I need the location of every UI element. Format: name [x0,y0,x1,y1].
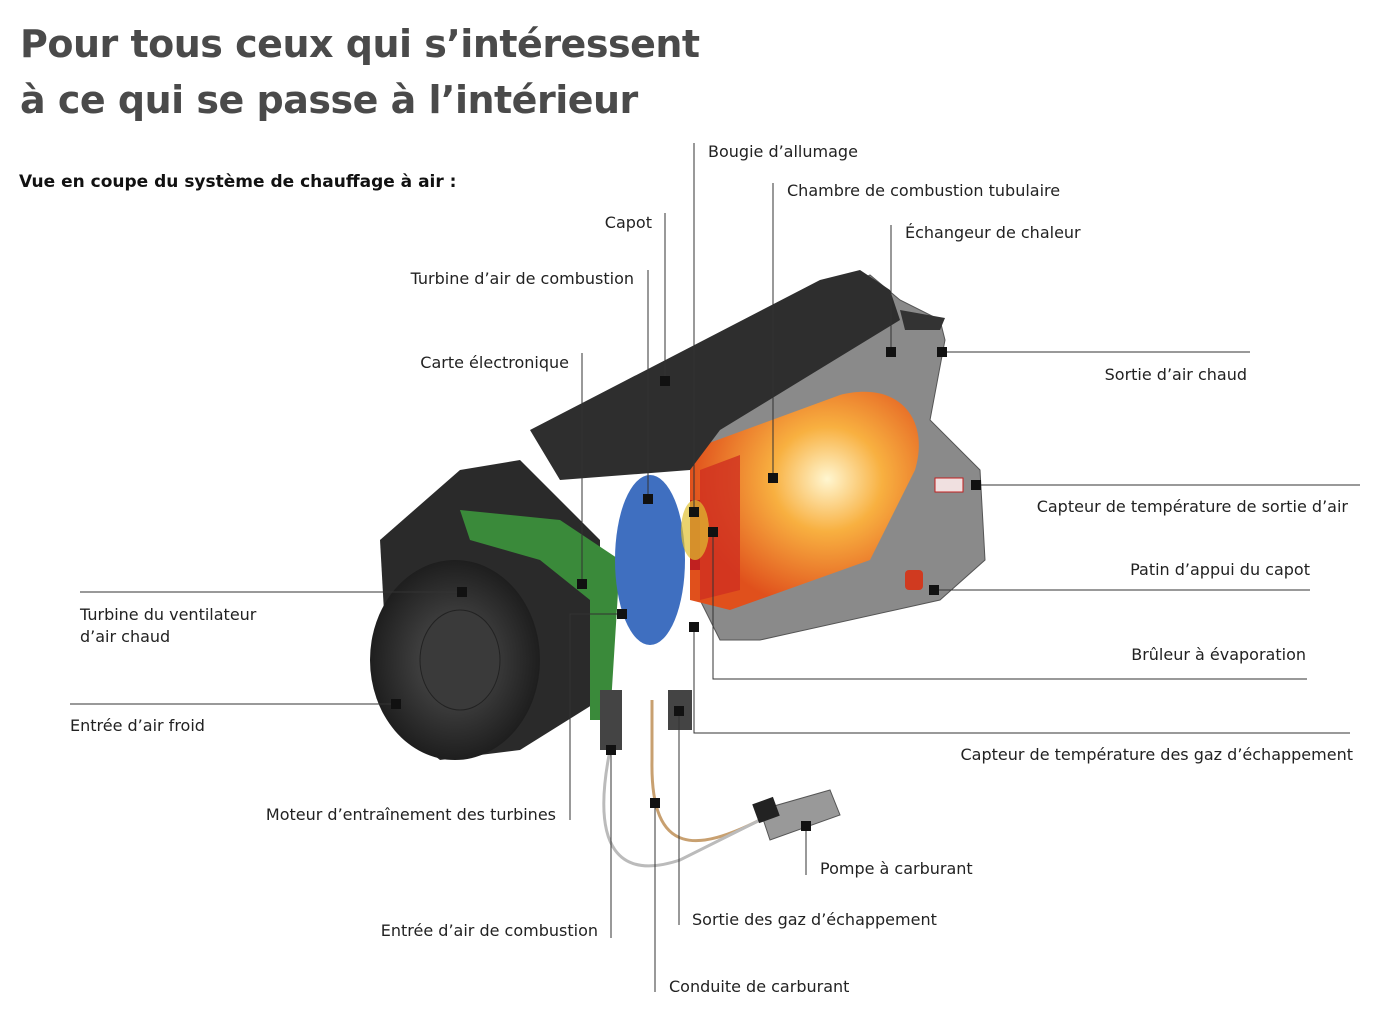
label-combustion-air-turbine: Turbine d’air de combustion [410,269,634,288]
label-heat-exchanger: Échangeur de chaleur [905,223,1081,242]
callout-markers [391,347,981,831]
label-exhaust-temp-sensor: Capteur de température des gaz d’échappe… [960,745,1354,764]
title-line-2: à ce qui se passe à l’intérieur [20,78,638,122]
label-drive-motor: Moteur d’entraînement des turbines [265,805,556,824]
label-glow-plug: Bougie d’allumage [708,142,858,161]
label-exhaust-outlet: Sortie des gaz d’échappement [692,910,937,929]
combustion-chamber [690,391,919,610]
title-line-1: Pour tous ceux qui s’intéressent [20,22,700,66]
label-fuel-line: Conduite de carburant [669,977,850,996]
circuit-board [460,510,620,720]
cover-capot [530,270,900,480]
label-hot-air-fan: Turbine du ventilateur d’air chaud [80,604,256,648]
leader-lines [70,143,1360,992]
label-evaporation-burner: Brûleur à évaporation [1131,645,1306,664]
label-circuit-board: Carte électronique [420,353,569,372]
label-combustion-air-inlet: Entrée d’air de combustion [380,921,598,940]
page-title: Pour tous ceux qui s’intéressent à ce qui… [20,16,700,128]
label-outlet-temp-sensor: Capteur de température de sortie d’air [1036,497,1348,516]
label-hot-air-fan-line-1: Turbine du ventilateur [80,605,257,624]
label-cold-air-inlet: Entrée d’air froid [70,716,205,735]
label-hot-air-fan-line-2: d’air chaud [80,627,171,646]
diagram-subtitle: Vue en coupe du système de chauffage à a… [19,172,457,192]
fuel-pump [759,789,841,841]
combustion-air-turbine [615,475,685,645]
label-hot-air-outlet: Sortie d’air chaud [1104,365,1247,384]
label-fuel-pump: Pompe à carburant [820,859,973,878]
label-cover: Capot [604,213,652,232]
label-combustion-chamber: Chambre de combustion tubulaire [787,181,1061,200]
label-cover-support-pad: Patin d’appui du capot [1130,560,1310,579]
